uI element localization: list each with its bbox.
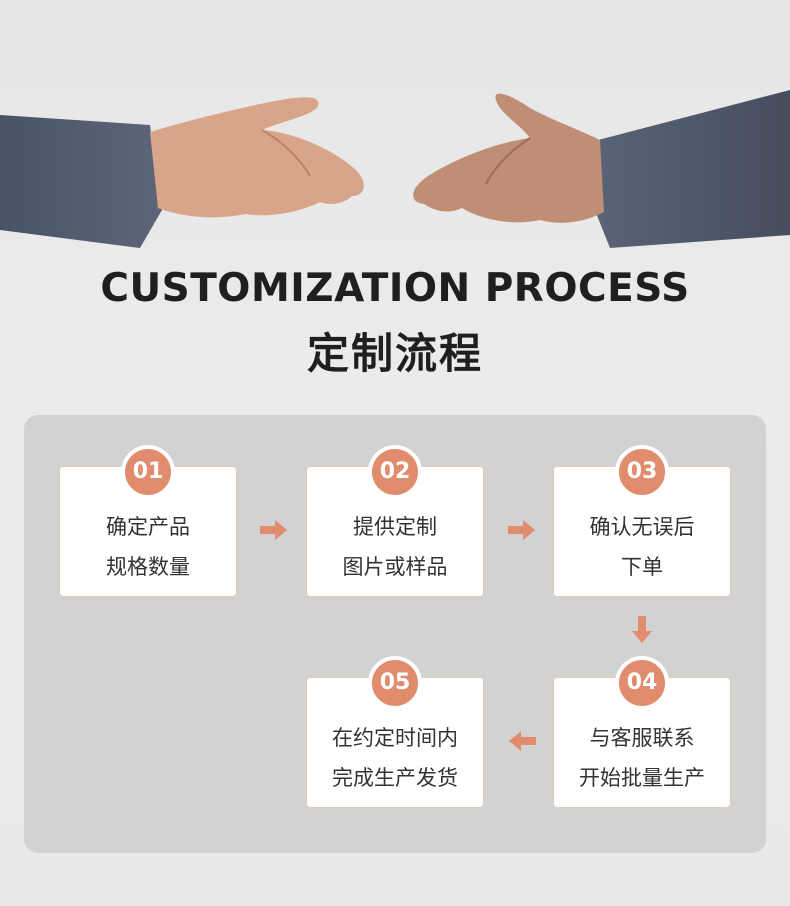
step-text-line: 图片或样品 — [342, 555, 448, 579]
step-text-line: 下单 — [621, 555, 663, 579]
step-text-line: 确定产品 — [106, 515, 190, 539]
step-card-02: 02 提供定制 图片或样品 — [306, 445, 484, 597]
step-text-line: 与客服联系 — [589, 726, 695, 750]
step-number-badge: 01 — [121, 445, 175, 499]
step-text-line: 规格数量 — [106, 555, 190, 579]
step-description: 与客服联系 开始批量生产 — [554, 718, 730, 798]
step-number-badge: 03 — [615, 445, 669, 499]
step-number-badge: 02 — [368, 445, 422, 499]
step-text-line: 在约定时间内 — [332, 726, 458, 750]
arrow-right-icon — [508, 520, 535, 540]
step-number-badge: 05 — [368, 656, 422, 710]
step-description: 在约定时间内 完成生产发货 — [307, 718, 483, 798]
step-card-01: 01 确定产品 规格数量 — [59, 445, 237, 597]
step-description: 提供定制 图片或样品 — [307, 507, 483, 587]
handshake-illustration — [0, 90, 790, 248]
step-text-line: 确认无误后 — [589, 515, 695, 539]
step-number-badge: 04 — [615, 656, 669, 710]
step-text-line: 提供定制 — [353, 515, 437, 539]
step-card-03: 03 确认无误后 下单 — [553, 445, 731, 597]
process-panel: 01 确定产品 规格数量 02 提供定制 图片或样品 03 确认无误后 下单 0… — [24, 415, 766, 853]
arrow-right-icon — [260, 520, 287, 540]
arrow-left-icon — [509, 731, 536, 751]
step-text-line: 完成生产发货 — [332, 766, 458, 790]
title-english: CUSTOMIZATION PROCESS — [100, 266, 690, 311]
step-card-05: 05 在约定时间内 完成生产发货 — [306, 656, 484, 808]
title-chinese: 定制流程 — [306, 329, 483, 378]
step-description: 确定产品 规格数量 — [60, 507, 236, 587]
step-text-line: 开始批量生产 — [579, 766, 705, 790]
step-description: 确认无误后 下单 — [554, 507, 730, 587]
step-card-04: 04 与客服联系 开始批量生产 — [553, 656, 731, 808]
arrow-down-icon — [632, 616, 652, 643]
